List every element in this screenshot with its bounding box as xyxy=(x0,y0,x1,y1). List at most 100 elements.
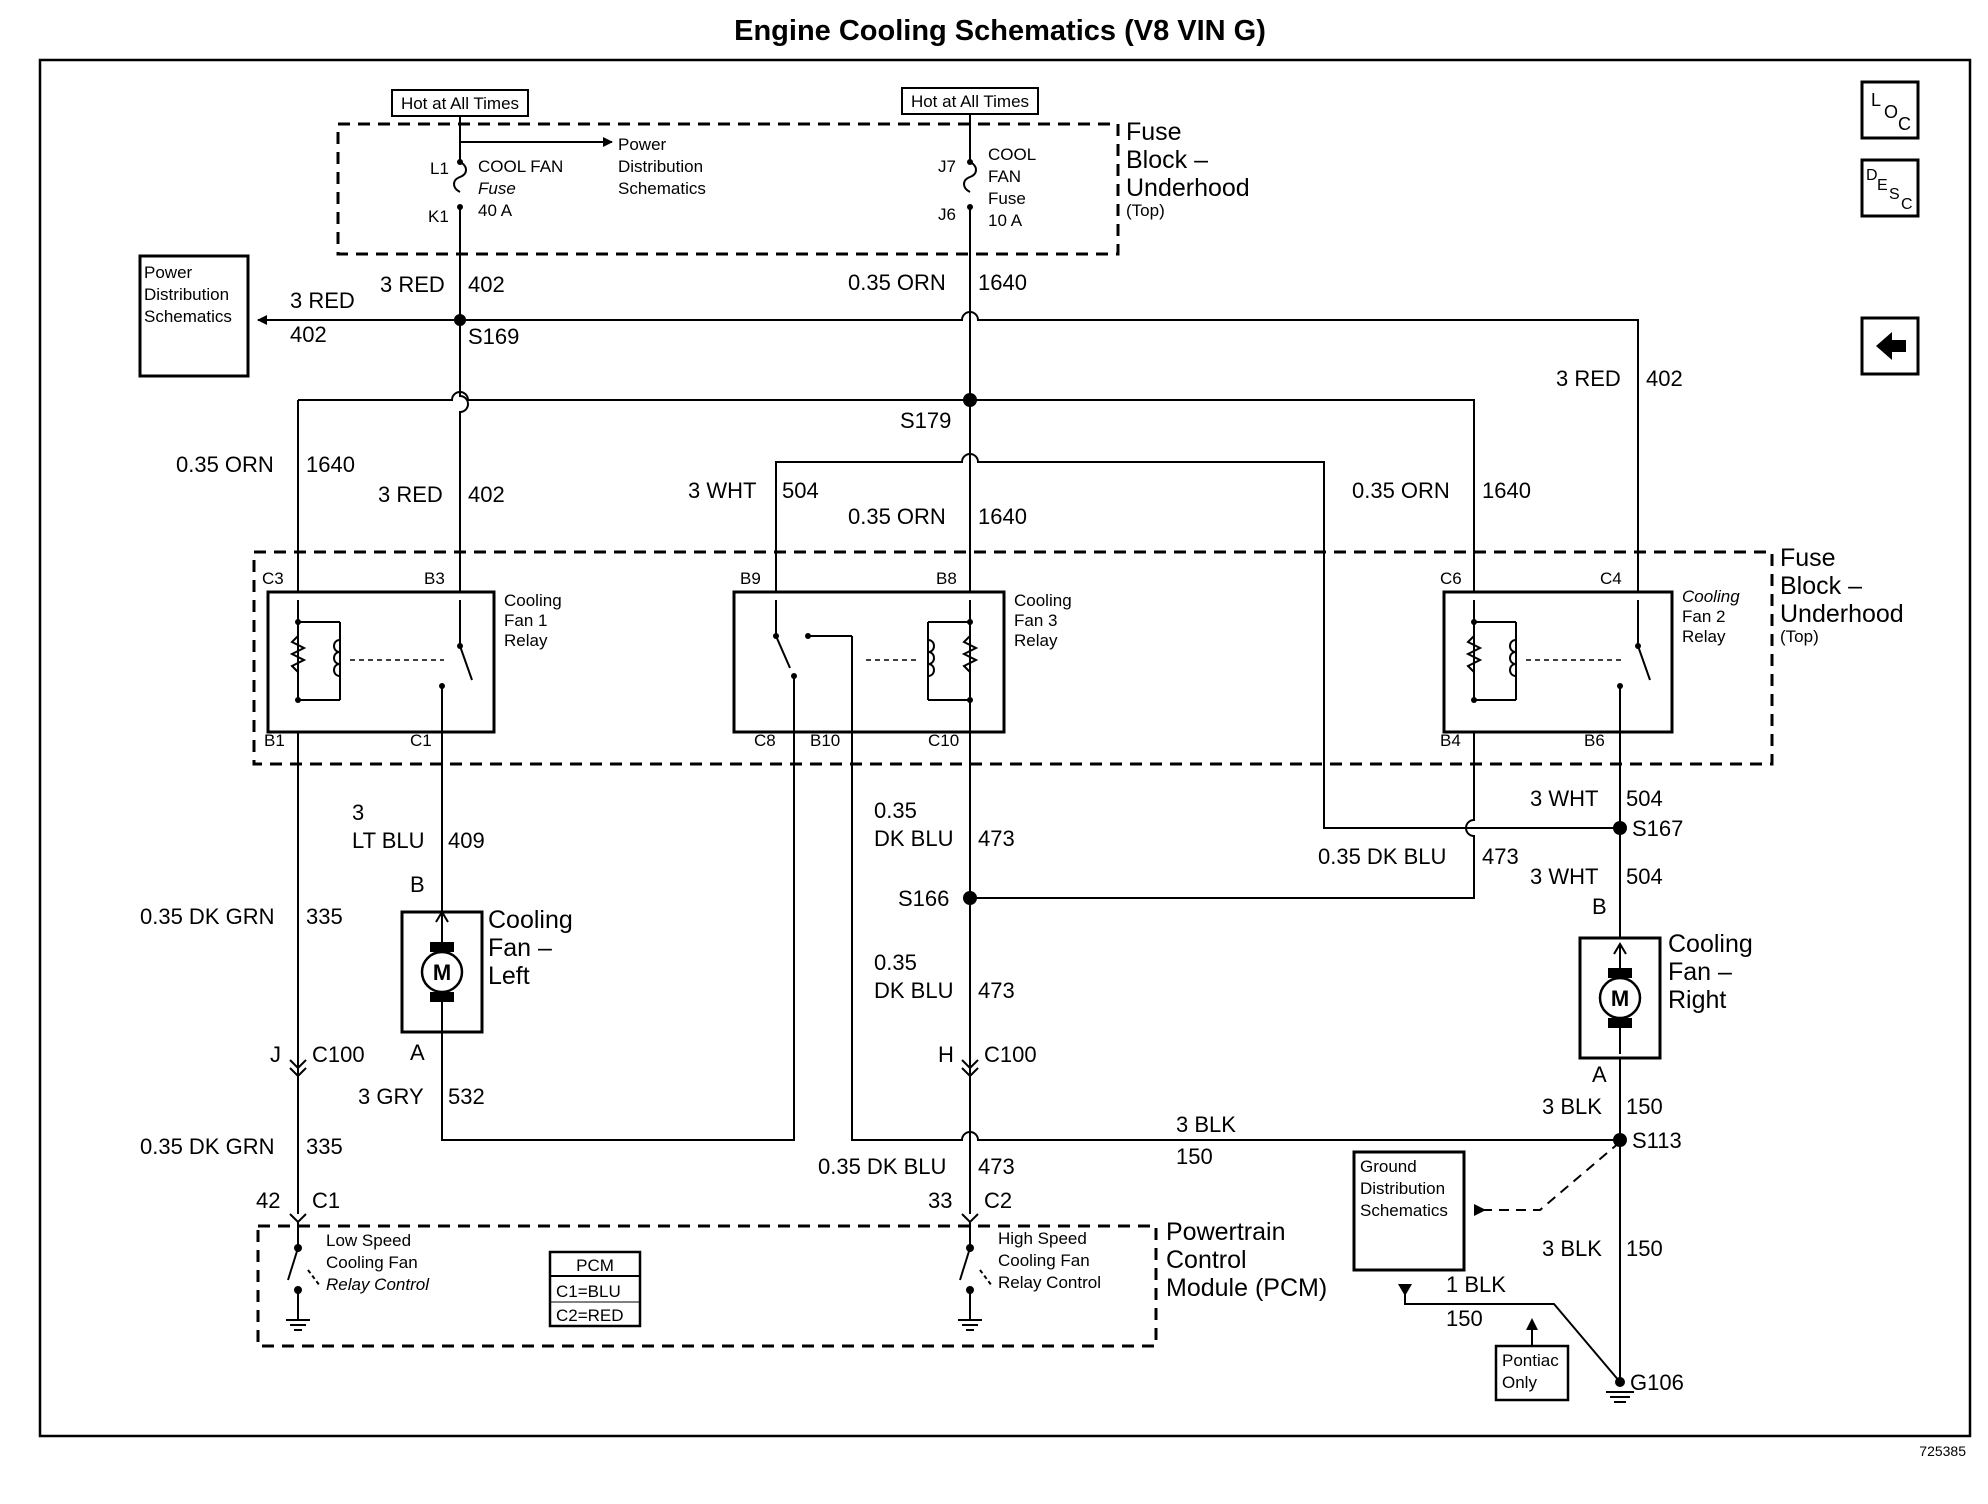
ground-g106-icon xyxy=(1606,1377,1634,1403)
motor-label: Cooling xyxy=(1668,930,1753,958)
ground-icon xyxy=(286,1319,310,1331)
wire-label: LT BLU xyxy=(352,828,425,853)
wire-label: 3 WHT xyxy=(1530,786,1598,811)
pcm-legend-title: PCM xyxy=(576,1256,614,1275)
desc-label-s: S xyxy=(1889,186,1900,203)
motor-pin: A xyxy=(410,1040,425,1065)
wire-number: 150 xyxy=(1176,1144,1213,1169)
page-title: Engine Cooling Schematics (V8 VIN G) xyxy=(734,15,1266,47)
fuse-block-mid-label: (Top) xyxy=(1780,627,1819,646)
wire-number: 473 xyxy=(978,826,1015,851)
fuse-block-top-label: Block – xyxy=(1126,146,1208,174)
splice-s167 xyxy=(1613,821,1627,835)
arrow-icon xyxy=(1398,1284,1412,1296)
splice-label: S167 xyxy=(1632,816,1683,841)
wire-label: 0.35 ORN xyxy=(848,504,946,529)
splice-label: S166 xyxy=(898,886,949,911)
cool-fan-fuse-10a xyxy=(963,114,977,210)
motor-label: Fan – xyxy=(1668,958,1732,986)
motor-label: Right xyxy=(1668,986,1726,1014)
wire-number: 150 xyxy=(1626,1236,1663,1261)
wire-number: 402 xyxy=(468,482,505,507)
pcm-control-label: Relay Control xyxy=(998,1273,1101,1292)
ground-distribution-box[interactable] xyxy=(1352,1150,1466,1272)
relay-pin: B9 xyxy=(740,569,761,588)
power-distribution-box-label: Schematics xyxy=(144,307,232,326)
wire-number: 402 xyxy=(290,322,327,347)
relay-pin: C3 xyxy=(262,569,284,588)
fuse-name: COOL FAN xyxy=(478,157,563,176)
arrow-left-icon xyxy=(1876,332,1906,360)
wire-label: 3 xyxy=(352,800,364,825)
power-distribution-ref: Schematics xyxy=(618,179,706,198)
desc-label-c: C xyxy=(1901,196,1913,213)
relay-label: Cooling xyxy=(1682,587,1740,606)
relay-label: Fan 3 xyxy=(1014,611,1057,630)
connector-label: C100 xyxy=(312,1042,365,1067)
wire-label: 0.35 ORN xyxy=(848,270,946,295)
pcm-connector-icon xyxy=(289,1213,979,1224)
wire-label: 3 RED xyxy=(380,272,445,297)
motor-pin: B xyxy=(410,872,425,897)
cooling-fan-left-motor xyxy=(400,910,484,1050)
wire-label: 0.35 ORN xyxy=(1352,478,1450,503)
wire-label: 3 WHT xyxy=(1530,864,1598,889)
pcm-dashed-box xyxy=(256,1224,1158,1348)
wire-number: 1640 xyxy=(1482,478,1531,503)
wire-label: 3 RED xyxy=(1556,366,1621,391)
power-distribution-ref: Power xyxy=(618,135,667,154)
wire-number: 532 xyxy=(448,1084,485,1109)
wire-label: 3 RED xyxy=(290,288,355,313)
fuse-name: Fuse xyxy=(988,189,1026,208)
relay-pin: C4 xyxy=(1600,569,1622,588)
fuse-pin-label: J6 xyxy=(938,205,956,224)
relay-pin: B3 xyxy=(424,569,445,588)
pcm-label: Powertrain xyxy=(1166,1218,1286,1246)
desc-label-e: E xyxy=(1877,177,1888,194)
fuse-rating: 40 A xyxy=(478,201,513,220)
relay-label: Cooling xyxy=(504,591,562,610)
pcm-control-label: Cooling Fan xyxy=(998,1251,1090,1270)
relay-pin: B6 xyxy=(1584,731,1605,750)
fuse-pin-label: K1 xyxy=(428,207,449,226)
relay-pin: B1 xyxy=(264,731,285,750)
wire-label: 0.35 ORN xyxy=(176,452,274,477)
wire-label: 3 WHT xyxy=(688,478,756,503)
wire-label: 3 GRY xyxy=(358,1084,424,1109)
wire-number: 150 xyxy=(1626,1094,1663,1119)
wire-number: 409 xyxy=(448,828,485,853)
fuse-name: FAN xyxy=(988,167,1021,186)
wire-label: 0.35 DK BLU xyxy=(1318,844,1446,869)
desc-button[interactable]: D E S C xyxy=(1860,158,1920,218)
motor-symbol: M xyxy=(1611,986,1629,1011)
loc-button[interactable]: L O C xyxy=(1860,80,1920,140)
wire-number: 504 xyxy=(782,478,819,503)
wire-label: DK BLU xyxy=(874,826,953,851)
splice-s166 xyxy=(963,891,977,905)
wire-label: 0.35 DK GRN xyxy=(140,904,275,929)
motor-label: Cooling xyxy=(488,906,573,934)
fuse-block-top-dashed xyxy=(336,122,1120,256)
connector-pin: J xyxy=(270,1042,281,1067)
motor-pin: A xyxy=(1592,1062,1607,1087)
back-button[interactable] xyxy=(1860,316,1920,376)
fuse-block-underhood-dashed xyxy=(252,550,1774,766)
cool-fan-fuse-40a xyxy=(453,116,467,320)
fuse-block-top-label: Fuse xyxy=(1126,118,1182,146)
fuse-block-mid-label: Fuse xyxy=(1780,544,1836,572)
wire-label: 0.35 xyxy=(874,950,917,975)
wire-number: 335 xyxy=(306,904,343,929)
desc-label-d: D xyxy=(1866,167,1878,184)
connector-pin: 42 xyxy=(256,1188,280,1213)
connector-pin: 33 xyxy=(928,1188,952,1213)
loc-label-l: L xyxy=(1871,90,1881,110)
fuse-pin-label: L1 xyxy=(430,159,449,178)
power-distribution-box[interactable] xyxy=(138,254,250,378)
motor-pin: B xyxy=(1592,894,1607,919)
pontiac-label: Only xyxy=(1502,1373,1537,1392)
relay-label: Cooling xyxy=(1014,591,1072,610)
fuse-name: COOL xyxy=(988,145,1036,164)
fuse-block-top-label: Underhood xyxy=(1126,174,1250,202)
wire-label: 0.35 xyxy=(874,798,917,823)
power-distribution-box-label: Power xyxy=(144,263,193,282)
